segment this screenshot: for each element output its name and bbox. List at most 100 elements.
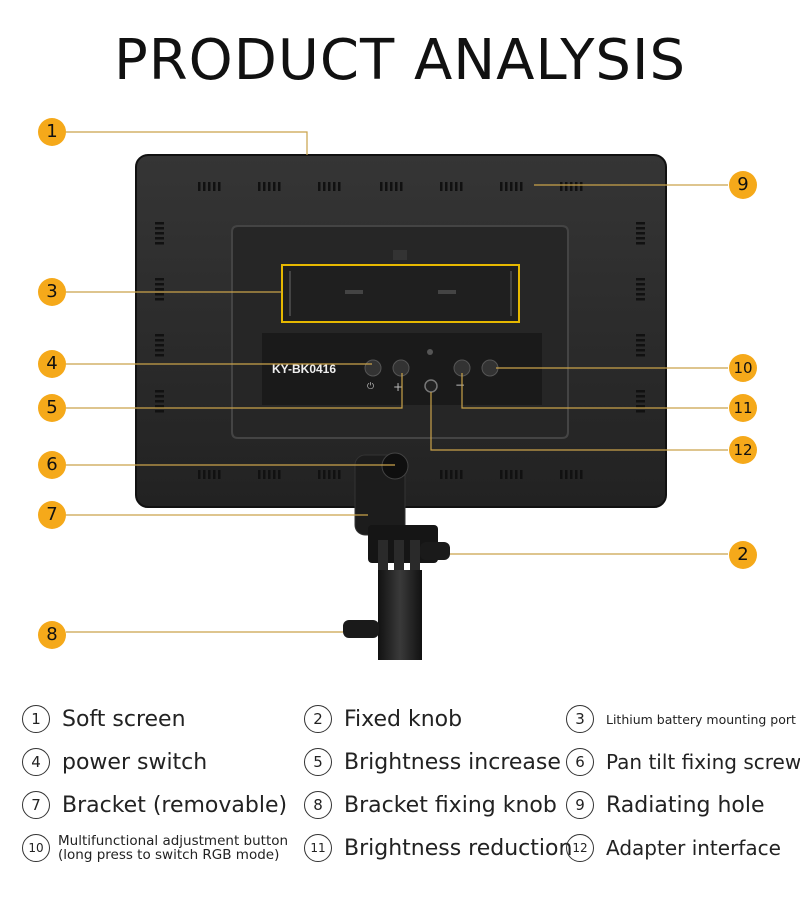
vent-slot [636, 339, 645, 342]
svg-text:+: + [393, 380, 403, 394]
legend-label: Soft screen [62, 706, 186, 732]
vent-slot [505, 182, 508, 191]
legend-item-3: 3 Lithium battery mounting port [566, 705, 796, 733]
legend-item-2: 2 Fixed knob [304, 705, 462, 733]
legend-label: Brightness reduction [344, 835, 573, 861]
callout-4: 4 [38, 350, 66, 378]
vent-slot [570, 182, 573, 191]
vent-slot [208, 182, 211, 191]
vent-slot [636, 227, 645, 230]
svg-text:⏻: ⏻ [367, 381, 374, 392]
callout-7: 7 [38, 501, 66, 529]
callout-3: 3 [38, 278, 66, 306]
vent-slot [155, 242, 164, 245]
legend-label: Bracket fixing knob [344, 792, 557, 818]
vent-slot [155, 237, 164, 240]
vent-slot [390, 182, 393, 191]
vent-slot [636, 410, 645, 413]
vent-slot [333, 470, 336, 479]
vent-slot [218, 470, 221, 479]
vent-slot [203, 470, 206, 479]
legend-label-line2: (long press to switch RGB mode) [58, 847, 280, 863]
legend-label: Fixed knob [344, 706, 463, 732]
vent-slot [520, 182, 523, 191]
vent-slot [155, 410, 164, 413]
vent-slot [323, 182, 326, 191]
legend-label: Brightness increase [344, 749, 561, 775]
vent-slot [636, 293, 645, 296]
vent-slot [318, 182, 321, 191]
legend-number: 11 [304, 834, 332, 862]
vent-slot [155, 339, 164, 342]
vent-slot [263, 470, 266, 479]
vent-slot [213, 470, 216, 479]
vent-slot [515, 182, 518, 191]
vent-slot [203, 182, 206, 191]
vent-slot [636, 222, 645, 225]
vent-slot [338, 470, 341, 479]
power-button [364, 359, 382, 377]
callout-8: 8 [38, 621, 66, 649]
vent-slot [155, 232, 164, 235]
vent-slot [575, 182, 578, 191]
callout-2: 2 [729, 541, 757, 569]
legend-number: 8 [304, 791, 332, 819]
vent-slot [155, 334, 164, 337]
page-title: PRODUCT ANALYSIS [113, 28, 687, 93]
vent-slot [155, 395, 164, 398]
legend-label: power switch [62, 749, 208, 775]
vent-slot [273, 182, 276, 191]
vent-slot [565, 182, 568, 191]
vent-slot [395, 182, 398, 191]
vent-slot [400, 182, 403, 191]
legend-label: Multifunctional adjustment button (long … [58, 834, 288, 862]
legend-number: 9 [566, 791, 594, 819]
leader-lines [66, 131, 728, 633]
vent-slot [455, 182, 458, 191]
brightness-up-button [392, 359, 410, 377]
bracket [343, 452, 450, 660]
vent-slot [155, 283, 164, 286]
vent-slot [636, 344, 645, 347]
vent-slot [155, 298, 164, 301]
vent-slot [445, 182, 448, 191]
legend-number: 3 [566, 705, 594, 733]
vent-slot [268, 182, 271, 191]
vent-slot [445, 470, 448, 479]
vent-slot [155, 405, 164, 408]
vent-slot [333, 182, 336, 191]
vent-slot [460, 182, 463, 191]
callout-12: 12 [729, 436, 757, 464]
vent-slot [636, 278, 645, 281]
vent-slot [505, 470, 508, 479]
battery-mount [281, 264, 520, 323]
vent-slot [460, 470, 463, 479]
mode-button [481, 359, 499, 377]
vent-slot [273, 470, 276, 479]
vent-slot [636, 405, 645, 408]
model-label: KY-BK0416 [272, 362, 336, 376]
legend-item-12: 12 Adapter interface [566, 834, 781, 862]
vent-slot [510, 182, 513, 191]
vent-slot [155, 390, 164, 393]
vent-slot [580, 182, 583, 191]
legend-number: 4 [22, 748, 50, 776]
vent-slot [565, 470, 568, 479]
vent-slot [575, 470, 578, 479]
vent-slot [380, 182, 383, 191]
legend-item-7: 7 Bracket (removable) [22, 791, 287, 819]
vent-slot [450, 470, 453, 479]
vent-slot [520, 470, 523, 479]
vent-slot [636, 298, 645, 301]
vent-slot [338, 182, 341, 191]
legend-label: Bracket (removable) [62, 792, 288, 818]
vent-slot [155, 354, 164, 357]
vent-slot [440, 182, 443, 191]
vent-slot [155, 293, 164, 296]
vent-slot [385, 182, 388, 191]
legend-label: Pan tilt fixing screw [606, 750, 800, 774]
legend-item-4: 4 power switch [22, 748, 207, 776]
vent-slot [328, 470, 331, 479]
callout-5: 5 [38, 394, 66, 422]
vent-slot [218, 182, 221, 191]
